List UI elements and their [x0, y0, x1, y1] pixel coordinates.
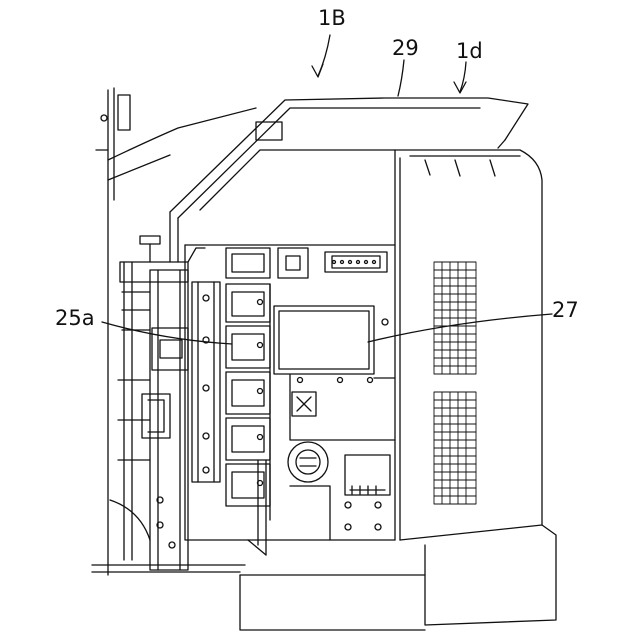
label-29: 29	[392, 38, 419, 59]
label-25a: 25a	[55, 308, 95, 329]
label-1d: 1d	[456, 41, 483, 62]
module-stack	[226, 248, 270, 555]
internal-compartment	[185, 245, 395, 540]
vent-grilles	[434, 262, 476, 504]
outer-housing	[92, 88, 556, 630]
leader-lines	[102, 35, 552, 344]
label-1b: 1B	[318, 8, 346, 29]
left-bracket	[110, 236, 220, 570]
label-27: 27	[552, 300, 579, 321]
